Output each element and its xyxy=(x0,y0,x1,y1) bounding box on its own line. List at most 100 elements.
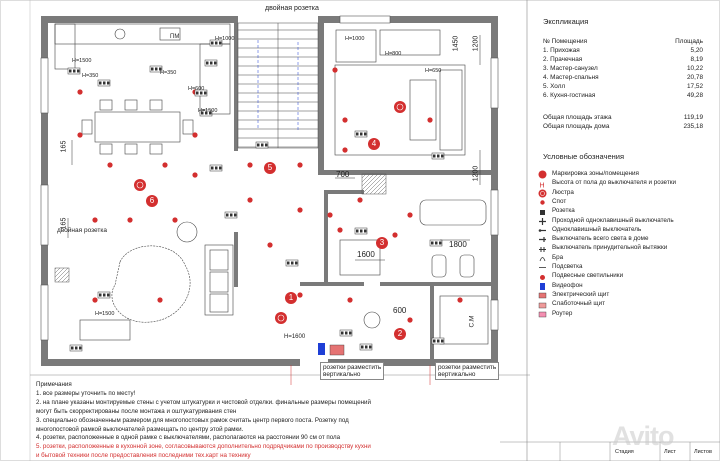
height-label: H=1000 xyxy=(215,36,235,42)
electric-panel-mark xyxy=(318,343,325,355)
col-room-header: № Помещения xyxy=(543,38,588,45)
legend-label: Роутер xyxy=(552,309,573,317)
dining-table xyxy=(81,99,194,155)
room-area: 49,28 xyxy=(687,92,703,99)
room-name: 4. Мастер-спальня xyxy=(543,74,599,81)
spot-light xyxy=(77,132,83,138)
legend-item: Н Высота от пола до выключателя и розетки xyxy=(538,179,677,189)
low-voltage-panel-icon xyxy=(538,301,547,308)
legend-label: Спот xyxy=(552,197,567,205)
note-line: 3. специально обозначенным размером для … xyxy=(36,416,349,424)
explication-title: Экспликация xyxy=(543,17,589,26)
spot-light xyxy=(297,162,303,168)
spot-light xyxy=(327,212,333,218)
explication-row: 6. Кухня-гостиная 49,28 xyxy=(543,92,703,100)
legend-label: Проходной одноклавишный выключатель xyxy=(552,216,674,224)
height-label: H=1500 xyxy=(198,108,218,114)
bathroom-fixtures xyxy=(339,199,487,278)
spot-light xyxy=(332,67,338,73)
room-number: 5 xyxy=(267,163,273,172)
legend-label: Выключатель принудительной вытяжки xyxy=(552,244,668,252)
chandelier-marks xyxy=(134,101,406,324)
room-number: 4 xyxy=(371,139,377,148)
stamp-sheets: Листов xyxy=(694,449,712,455)
spot-light xyxy=(107,162,113,168)
spot-light xyxy=(127,217,133,223)
room-area: 8,19 xyxy=(690,56,703,63)
windows xyxy=(40,15,499,341)
spot-light xyxy=(172,217,178,223)
zone-marker-icon xyxy=(538,170,547,179)
room-area: 17,52 xyxy=(687,83,703,90)
room-name: 1. Прихожая xyxy=(543,47,580,54)
notes-title: Примечания xyxy=(36,381,72,388)
note-line: 4. розетки, расположенные в одной рамке … xyxy=(36,434,341,442)
room-name: 3. Мастер-санузел xyxy=(543,65,598,72)
dimension-label: 165 xyxy=(60,217,68,230)
legend-item: Электрический щит xyxy=(538,291,609,299)
single-switch-icon xyxy=(538,226,547,232)
note-line: 1. все размеры уточнить по месту! xyxy=(36,389,136,397)
notes-block: Примечания 1. все размеры уточнить по ме… xyxy=(36,381,531,461)
legend-label: Слаботочный щит xyxy=(552,300,606,308)
interior-walls xyxy=(234,16,493,359)
note-line: многопостовой рамкой выключателей размещ… xyxy=(36,425,244,433)
legend-item: Выключатель принудительной вытяжки xyxy=(538,244,667,252)
total-floor-area: 119,19 xyxy=(683,114,703,121)
room-marker xyxy=(146,195,158,207)
dimension-label: 1450 xyxy=(452,35,460,52)
legend-label: Высота от пола до выключателя и розетки xyxy=(552,179,677,187)
legend-label: Электрический щит xyxy=(552,290,610,298)
videophone-icon xyxy=(538,282,547,290)
living-furniture xyxy=(79,221,234,341)
note-line: 2. на плане указаны монтируемые стены с … xyxy=(36,398,371,406)
height-label: H=350 xyxy=(160,70,177,76)
legend-item: Проходной одноклавишный выключатель xyxy=(538,217,674,225)
legend-item: Маркировка зоны/помещения xyxy=(538,170,639,179)
spot-light xyxy=(392,232,398,238)
pm-label: ПМ xyxy=(170,34,180,40)
room-number: 6 xyxy=(149,196,155,205)
legend-label: Одноклавишный выключатель xyxy=(552,225,642,233)
height-label: H=1600 xyxy=(284,334,306,340)
legend-label: Розетка xyxy=(552,207,575,215)
dimension-label: 165 xyxy=(60,140,68,153)
switch-blocks xyxy=(67,39,445,352)
stamp-stage: Стадия xyxy=(615,449,634,455)
total-floor-row: Общая площадь этажа 119,19 xyxy=(543,114,703,122)
height-label: H=1500 xyxy=(95,311,115,317)
spot-light xyxy=(297,292,303,298)
legend-item: Бра xyxy=(538,254,563,262)
spot-light xyxy=(247,197,253,203)
legend-item: Видеофон xyxy=(538,282,583,290)
room-marker xyxy=(376,237,388,249)
left-outlet-label: двойная розетка xyxy=(57,227,107,234)
note-line: могут быть скорректированы после монтажа… xyxy=(36,407,237,415)
room-number: 3 xyxy=(379,238,385,247)
dimension-label: 1200 xyxy=(472,35,480,52)
spot-light xyxy=(357,197,363,203)
socket-icon xyxy=(538,208,547,215)
dimension-label: 1800 xyxy=(449,240,467,249)
legend-item: Люстра xyxy=(538,189,574,198)
master-switch-icon xyxy=(538,235,547,243)
svg-text:Н: Н xyxy=(540,182,545,189)
legend-item: Спот xyxy=(538,198,566,206)
laundry-fixtures xyxy=(363,295,489,345)
spot-light xyxy=(162,162,168,168)
dimension-lines xyxy=(67,35,481,261)
legend-item: Выключатель всего света в доме xyxy=(538,235,648,243)
col-area-header: Площадь xyxy=(675,38,703,45)
spot-light xyxy=(92,297,98,303)
room-marker xyxy=(285,292,297,304)
spot-light xyxy=(92,217,98,223)
room-name: 6. Кухня-гостиная xyxy=(543,92,596,99)
spot-light xyxy=(342,147,348,153)
spot-light xyxy=(347,297,353,303)
room-marker xyxy=(368,138,380,150)
note-line: 5. розетки, расположенные в кухонной зон… xyxy=(36,443,371,451)
